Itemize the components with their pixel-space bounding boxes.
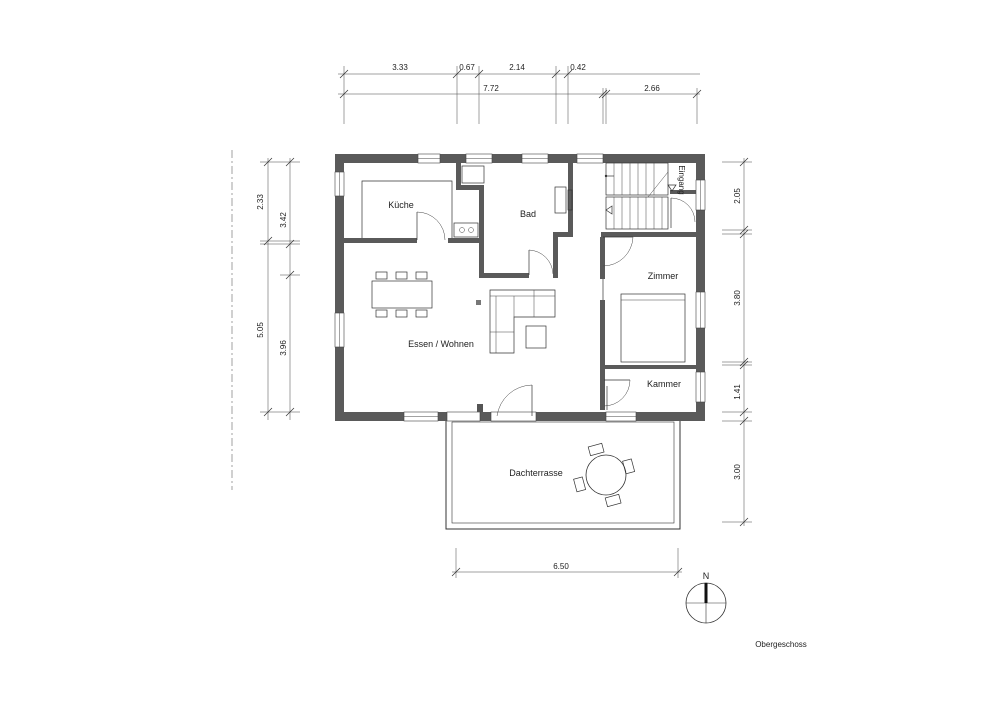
doors [416,197,696,417]
bottom-dimension [451,548,683,578]
dim-left-5-05: 5.05 [256,322,265,338]
bathroom-fixtures [461,165,573,214]
room-label-kammer: Kammer [647,379,681,389]
dim-left-2-33: 2.33 [256,194,265,210]
room-label-bad: Bad [520,209,536,219]
terrace-table [573,442,636,508]
dim-right-3-80: 3.80 [733,290,742,306]
room-label-zimmer: Zimmer [648,271,679,281]
dim-right-1-41: 1.41 [733,384,742,400]
dim-top-2-14: 2.14 [509,63,525,72]
dim-bottom-6-50: 6.50 [553,562,569,571]
dining-table [371,271,433,318]
kitchen-counter [361,180,479,238]
right-dimension-chain [722,157,752,527]
dim-right-3-00: 3.00 [733,464,742,480]
top-dimension-chain [338,66,702,124]
terrace-outline [445,418,681,530]
entrance-arrow-icon [667,184,677,192]
compass-label: N [703,571,710,581]
room-label-kueche: Küche [388,200,414,210]
room-label-essen-wohnen: Essen / Wohnen [408,339,474,349]
dim-top-0-67: 0.67 [459,63,475,72]
dim-left-3-42: 3.42 [279,212,288,228]
sofa [489,289,556,354]
room-label-dachterrasse: Dachterrasse [509,468,563,478]
north-compass-icon [685,582,727,624]
staircase [604,162,669,230]
bed [620,293,686,363]
windows [334,153,706,422]
room-label-eingang: Eingang [677,165,686,194]
dim-top-2-66: 2.66 [644,84,660,93]
dim-top-3-33: 3.33 [392,63,408,72]
plan-caption: Obergeschoss [755,640,807,649]
dim-top-0-42: 0.42 [570,63,586,72]
left-dimension-chain [231,150,300,490]
dim-right-2-05: 2.05 [733,188,742,204]
interior-walls [344,163,696,410]
column-2 [477,404,483,412]
dim-top-7-72: 7.72 [483,84,499,93]
dim-left-3-96: 3.96 [279,340,288,356]
column [476,300,481,305]
